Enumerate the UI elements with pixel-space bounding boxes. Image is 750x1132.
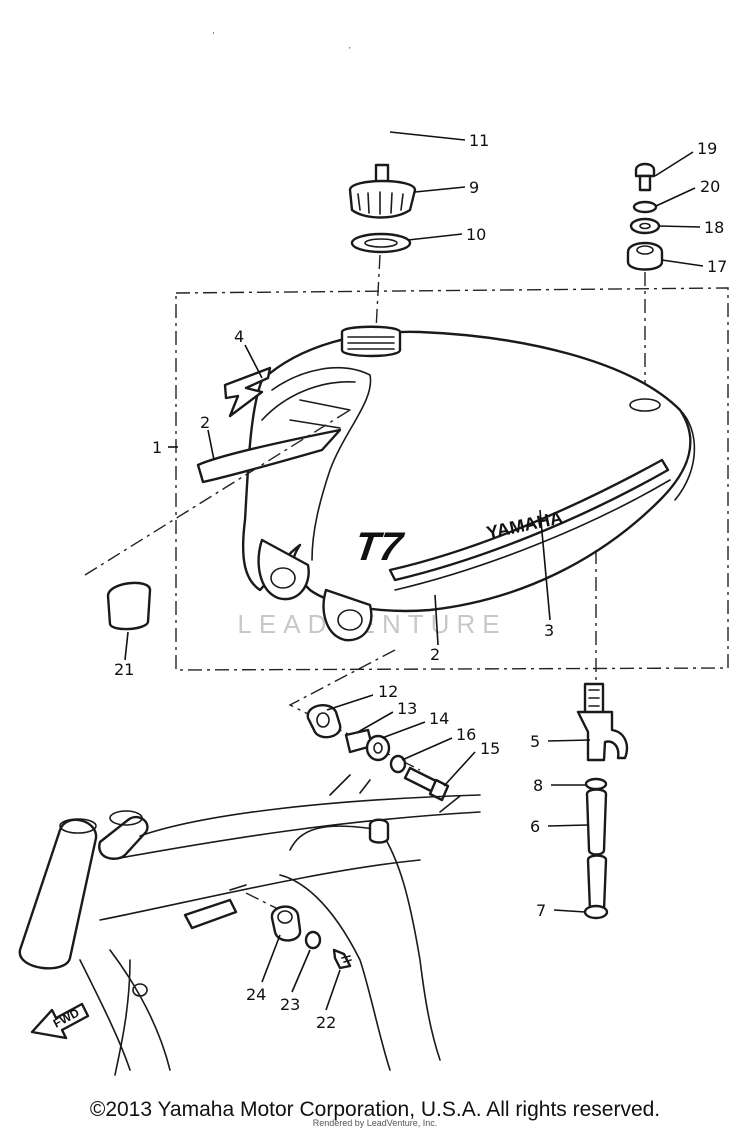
bolt-front <box>403 766 450 802</box>
callout-21: 21 <box>114 660 134 679</box>
callout-24: 24 <box>246 985 266 1004</box>
callout-14: 14 <box>429 709 449 728</box>
pad-alignment-line <box>84 409 351 576</box>
callout-20: 20 <box>700 177 720 196</box>
callout-10: 10 <box>466 225 486 244</box>
callout-4: 4 <box>234 327 244 346</box>
washer-lower <box>629 217 661 235</box>
fuel-cock <box>576 682 629 762</box>
tank-badge-model: T7 <box>352 524 407 569</box>
tank-decal <box>223 366 272 418</box>
fuel-filler-cap <box>348 163 417 219</box>
forward-direction-arrow: FWD <box>30 1002 90 1040</box>
washer-small-front <box>389 754 407 774</box>
callout-8: 8 <box>533 776 543 795</box>
callout-22: 22 <box>316 1013 336 1032</box>
frame-screw <box>332 948 352 970</box>
washer-front <box>365 734 391 762</box>
hose-clip-upper <box>584 777 608 791</box>
cap-alignment-line <box>375 254 381 331</box>
callout-9: 9 <box>469 178 479 197</box>
leader-lines <box>124 131 704 1011</box>
fuel-tank: T7 YAMAHA <box>241 325 696 642</box>
callout-7: 7 <box>536 901 546 920</box>
callout-16: 16 <box>456 725 476 744</box>
callout-11: 11 <box>469 131 489 150</box>
callout-15: 15 <box>480 739 500 758</box>
hose-clip-lower <box>583 904 609 920</box>
front-mount-alignment-line <box>288 649 421 771</box>
side-emblem <box>196 428 342 484</box>
rendered-by-credit: Rendered by LeadVenture, Inc. <box>312 1118 438 1128</box>
callout-17: 17 <box>707 257 727 276</box>
callout-2-emblem: 2 <box>200 413 210 432</box>
callout-5: 5 <box>530 732 540 751</box>
rubber-pad <box>106 581 152 631</box>
callout-13: 13 <box>397 699 417 718</box>
rubber-damper-rear <box>626 241 664 271</box>
frame-mount-alignment-line <box>245 892 281 911</box>
frame-section <box>18 774 481 1076</box>
copyright-notice: ©2013 Yamaha Motor Corporation, U.S.A. A… <box>89 1098 661 1121</box>
front-damper <box>306 704 342 739</box>
callout-6: 6 <box>530 817 540 836</box>
frame-damper <box>270 905 302 942</box>
breather-hose <box>213 31 386 166</box>
callout-18: 18 <box>704 218 724 237</box>
callout-19: 19 <box>697 139 717 158</box>
callout-2-stripe: 2 <box>430 645 440 664</box>
callout-12: 12 <box>378 682 398 701</box>
cap-gasket <box>350 232 412 254</box>
washer-upper <box>632 200 658 214</box>
callout-labels: 11 9 10 19 20 18 17 4 1 2 21 3 2 12 13 1… <box>114 131 727 1032</box>
fuel-pipe <box>585 788 608 916</box>
frame-washer <box>304 930 322 950</box>
callout-1: 1 <box>152 438 162 457</box>
callout-3: 3 <box>544 621 554 640</box>
callout-23: 23 <box>280 995 300 1014</box>
tank-mount-bolt <box>634 162 656 192</box>
